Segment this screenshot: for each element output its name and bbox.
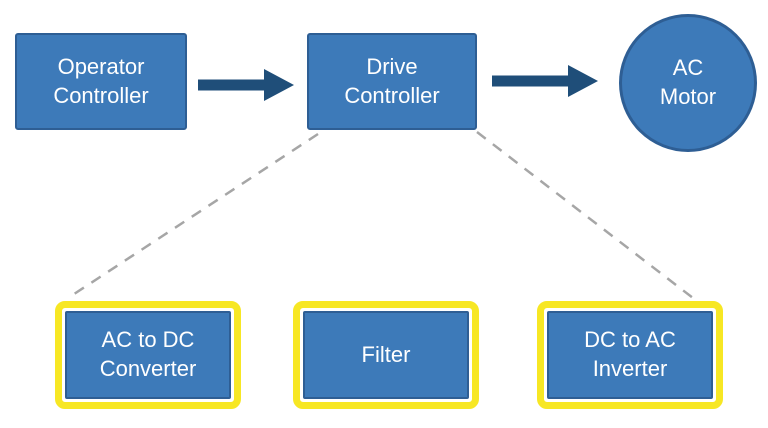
node-filter-label: Filter bbox=[361, 341, 411, 367]
node-operator-controller: Operator Controller bbox=[15, 33, 187, 130]
dashed-line-drive-to-inverter bbox=[476, 131, 694, 299]
node-dc-to-ac-inverter: DC to AC Inverter bbox=[537, 301, 723, 409]
node-operator-controller-label: Operator Controller bbox=[53, 53, 149, 108]
node-filter: Filter bbox=[293, 301, 479, 409]
node-filter-box: Filter bbox=[303, 311, 469, 399]
node-drive-controller: Drive Controller bbox=[307, 33, 477, 130]
node-ac-to-dc-converter-label: AC to DC Converter bbox=[99, 327, 197, 381]
arrow-operator-to-drive-icon bbox=[198, 69, 294, 101]
node-ac-to-dc-converter: AC to DC Converter bbox=[55, 301, 241, 409]
arrow-drive-to-motor-icon bbox=[492, 65, 598, 97]
node-dc-to-ac-inverter-label: DC to AC Inverter bbox=[584, 327, 676, 381]
node-ac-motor: AC Motor bbox=[619, 14, 757, 152]
dashed-line-drive-to-converter bbox=[67, 132, 319, 300]
node-drive-controller-label: Drive Controller bbox=[344, 53, 440, 108]
node-ac-to-dc-converter-box: AC to DC Converter bbox=[65, 311, 231, 399]
node-dc-to-ac-inverter-box: DC to AC Inverter bbox=[547, 311, 713, 399]
node-ac-motor-label: AC Motor bbox=[659, 55, 717, 109]
